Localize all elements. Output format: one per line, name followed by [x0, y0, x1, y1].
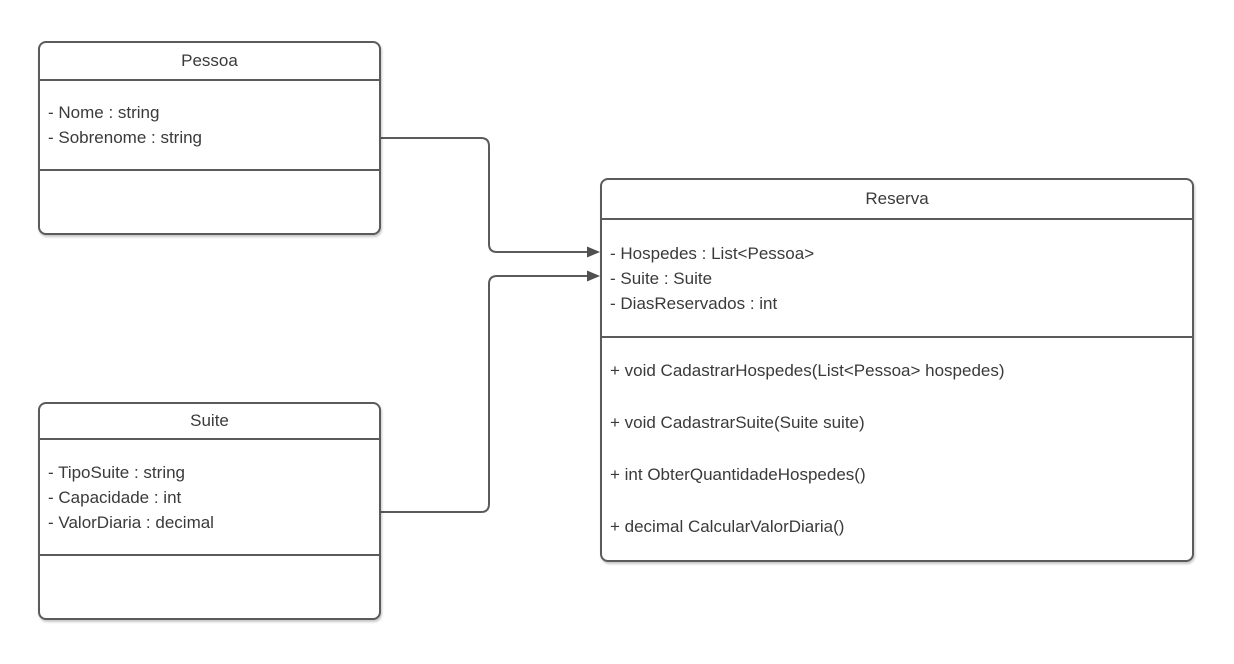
class-pessoa-title: Pessoa: [40, 43, 379, 81]
attribute: - ValorDiaria : decimal: [48, 512, 214, 532]
connector-line: [381, 275, 588, 513]
attribute: - Nome : string: [48, 103, 160, 122]
class-reserva-attributes: - Hospedes : List<Pessoa> - Suite : Suit…: [602, 220, 1192, 338]
arrowhead-icon: [587, 246, 600, 258]
class-reserva: Reserva - Hospedes : List<Pessoa> - Suit…: [600, 178, 1194, 562]
class-pessoa-attributes: - Nome : string - Sobrenome : string: [40, 81, 379, 171]
class-suite: Suite - TipoSuite : string - Capacidade …: [38, 402, 381, 620]
method: + int ObterQuantidadeHospedes(): [610, 465, 866, 484]
arrowhead-icon: [587, 270, 600, 282]
class-suite-methods: [40, 556, 379, 618]
method: + void CadastrarSuite(Suite suite): [610, 413, 865, 432]
connector-pessoa-to-reserva: [381, 137, 600, 258]
attribute: - Sobrenome : string: [48, 128, 203, 147]
connector-line: [381, 137, 588, 253]
method: + void CadastrarHospedes(List<Pessoa> ho…: [610, 361, 1005, 380]
class-pessoa-methods: [40, 171, 379, 233]
attribute: - TipoSuite : string: [48, 462, 186, 482]
method: + decimal CalcularValorDiaria(): [610, 517, 845, 536]
attribute: - Capacidade : int: [48, 487, 182, 507]
class-reserva-methods: + void CadastrarHospedes(List<Pessoa> ho…: [602, 338, 1192, 560]
attribute: - Suite : Suite: [610, 268, 713, 288]
attribute: - DiasReservados : int: [610, 293, 778, 313]
class-pessoa: Pessoa - Nome : string - Sobrenome : str…: [38, 41, 381, 235]
connector-suite-to-reserva: [381, 270, 600, 513]
class-suite-title: Suite: [40, 404, 379, 440]
class-suite-attributes: - TipoSuite : string - Capacidade : int …: [40, 440, 379, 556]
class-reserva-title: Reserva: [602, 180, 1192, 220]
attribute: - Hospedes : List<Pessoa>: [610, 243, 815, 263]
